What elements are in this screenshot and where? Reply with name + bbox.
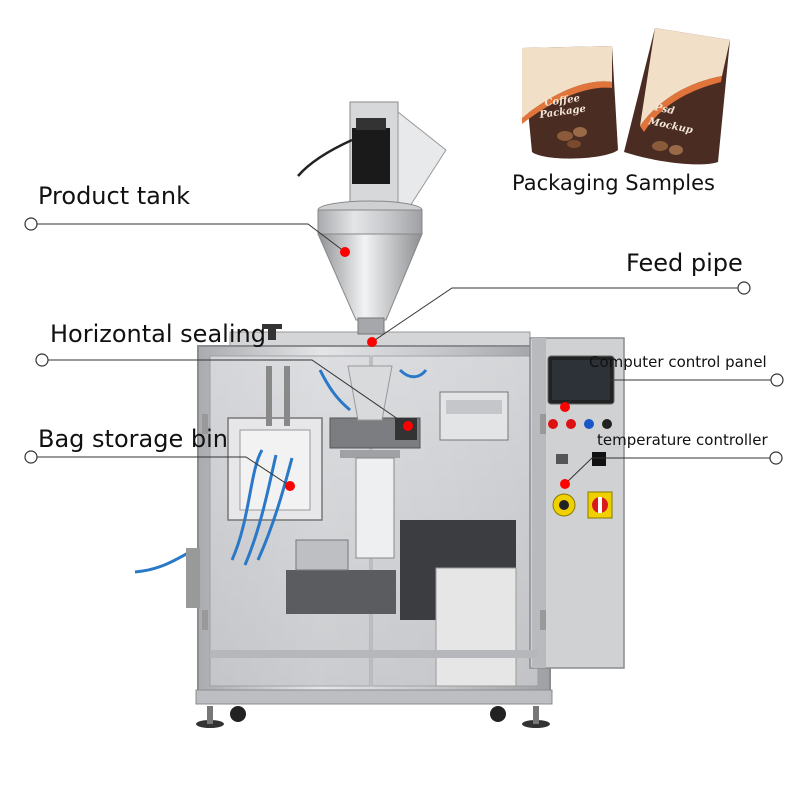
packaging-samples-title: Packaging Samples: [512, 171, 715, 195]
marker-bag-storage-bin: [285, 481, 295, 491]
end-circle-feed-pipe: [737, 281, 751, 295]
leader-temperature-controller: [564, 457, 776, 485]
label-horizontal-sealing: Horizontal sealing: [50, 320, 266, 348]
sample-bag-coffee: Coffee Package: [522, 46, 618, 159]
machine: [134, 324, 625, 728]
deck-handle: [268, 326, 276, 340]
leader-control-panel: [564, 379, 777, 408]
leader-feed-pipe: [371, 287, 744, 343]
label-computer-control-panel: Computer control panel: [589, 353, 767, 371]
hopper-cone: [317, 233, 423, 321]
marker-feed-pipe: [367, 337, 377, 347]
end-circle-horizontal-sealing: [35, 353, 49, 367]
sample-bag-2-line1: Psd: [652, 102, 675, 117]
marker-product-tank: [340, 247, 350, 257]
caster-left: [230, 706, 246, 722]
end-circle-bag-storage-bin: [24, 450, 38, 464]
label-product-tank: Product tank: [38, 182, 190, 210]
forming-chute: [355, 457, 395, 559]
leader-end-circles: [24, 217, 784, 465]
end-circle-product-tank: [24, 217, 38, 231]
leader-horizontal-sealing: [42, 359, 409, 427]
sample-bag-1-line1: Coffee: [544, 93, 581, 109]
right-mechanism: [439, 391, 509, 441]
panel-button-4: [602, 419, 612, 429]
power-switch-icon: [587, 491, 613, 519]
emergency-stop-icon: [552, 493, 576, 517]
label-temperature-controller: temperature controller: [597, 431, 768, 449]
feed-pipe-neck: [357, 317, 385, 335]
machine-base: [195, 689, 553, 705]
output-bag: [435, 567, 517, 687]
red-markers: [285, 247, 570, 491]
motor-icon: [352, 118, 390, 184]
marker-horizontal-sealing: [403, 421, 413, 431]
callouts: [31, 223, 777, 487]
marker-control-panel: [560, 402, 570, 412]
sample-bag-mockup: Psd Mockup: [624, 28, 730, 165]
temperature-display: [592, 452, 606, 466]
label-bag-storage-bin: Bag storage bin: [38, 425, 228, 453]
panel-button-3: [584, 419, 594, 429]
tank-shield: [397, 110, 447, 207]
caster-right: [490, 706, 506, 722]
leader-product-tank: [37, 223, 346, 253]
panel-button-2: [566, 419, 576, 429]
marker-temperature-controller: [560, 479, 570, 489]
end-circle-control-panel: [770, 373, 784, 387]
leader-bag-storage-bin: [31, 456, 291, 487]
end-circle-temperature-controller: [769, 451, 783, 465]
label-feed-pipe: Feed pipe: [626, 249, 743, 277]
panel-button-1: [548, 419, 558, 429]
